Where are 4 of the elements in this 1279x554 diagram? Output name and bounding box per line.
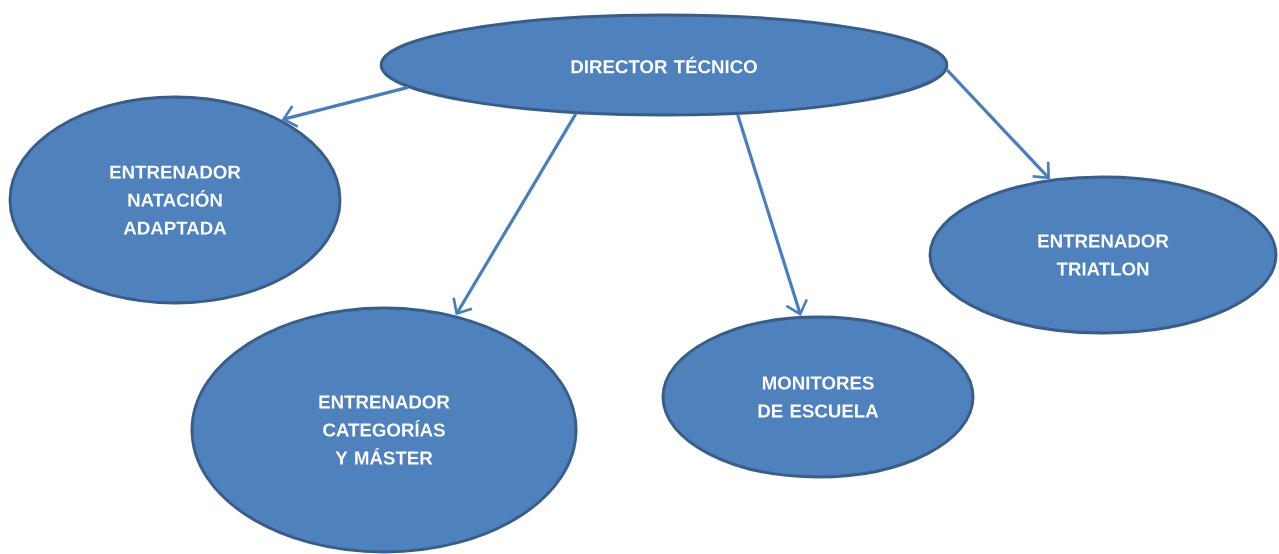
arrow (452, 113, 578, 316)
arrow (281, 85, 409, 128)
arrow (736, 114, 808, 317)
arrow (945, 68, 1050, 180)
